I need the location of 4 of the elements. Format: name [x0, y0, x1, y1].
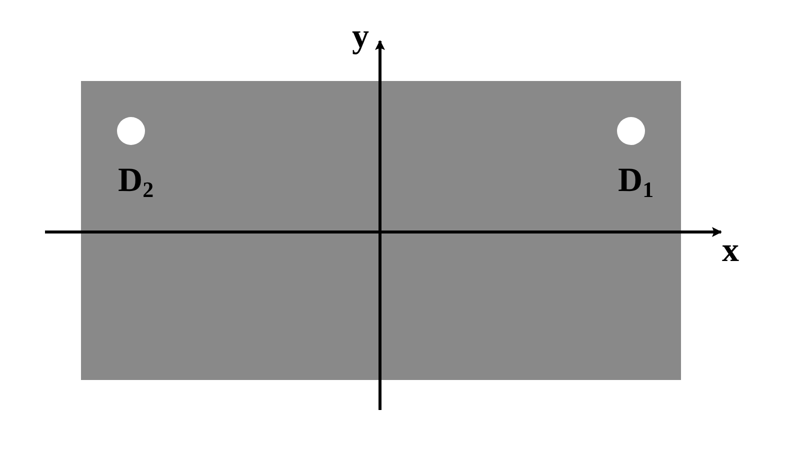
- hole-label: D$_{1}$: [618, 164, 654, 198]
- axis-label: x: [722, 234, 739, 268]
- axis-label: y: [352, 20, 369, 54]
- hole-label: D$_{2}$: [118, 164, 154, 198]
